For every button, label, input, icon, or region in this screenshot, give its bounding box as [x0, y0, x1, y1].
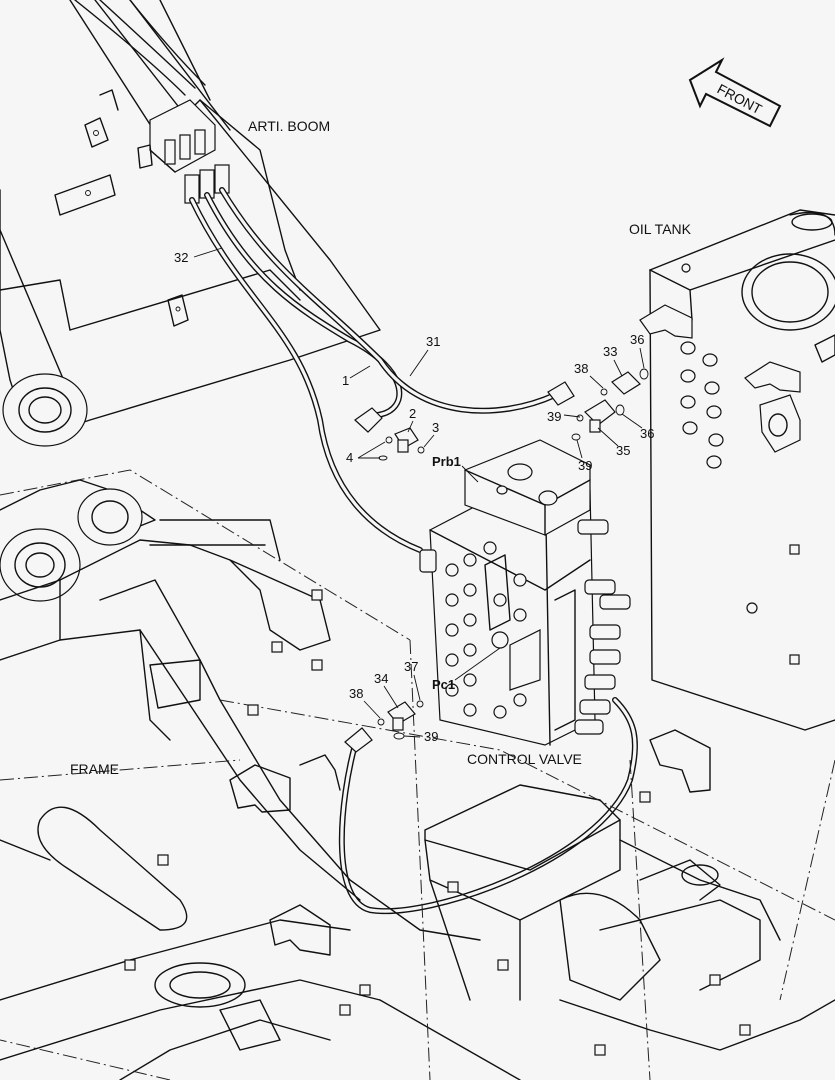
callout-35: 35	[616, 443, 630, 458]
callout-39c: 39	[424, 729, 438, 744]
callout-4: 4	[346, 450, 353, 465]
callout-38a: 38	[574, 361, 588, 376]
oil-tank-label: OIL TANK	[629, 221, 692, 237]
callout-34: 34	[374, 671, 388, 686]
callout-1: 1	[342, 373, 349, 388]
arti-boom-label: ARTI. BOOM	[248, 118, 330, 134]
callout-39a: 39	[547, 409, 561, 424]
port-labels: Prb1 Pc1	[432, 454, 501, 692]
frame	[0, 469, 835, 1080]
control-valve	[419, 439, 631, 746]
callout-32: 32	[174, 250, 188, 265]
callout-39b: 39	[578, 458, 592, 473]
boom-lines	[74, 0, 230, 204]
callout-36a: 36	[630, 332, 644, 347]
port-pc1-label: Pc1	[432, 677, 455, 692]
control-valve-label: CONTROL VALVE	[467, 751, 582, 767]
callout-3: 3	[432, 420, 439, 435]
frame-label: FRAME	[70, 761, 119, 777]
port-prb1-label: Prb1	[432, 454, 461, 469]
callout-33: 33	[603, 344, 617, 359]
callout-2: 2	[409, 406, 416, 421]
callout-36b: 36	[640, 426, 654, 441]
callout-38b: 38	[349, 686, 363, 701]
callout-31: 31	[426, 334, 440, 349]
oil-tank	[639, 209, 835, 731]
callouts: 32 31 1 2 3 4 33 36 38 39 36 39 35 34 37…	[174, 247, 654, 744]
hoses	[189, 187, 638, 915]
front-arrow: FRONT	[688, 57, 782, 128]
area-labels: ARTI. BOOM OIL TANK FRAME CONTROL VALVE	[70, 118, 692, 777]
fittings	[377, 368, 649, 740]
arti-boom	[0, 0, 381, 447]
callout-37: 37	[404, 659, 418, 674]
